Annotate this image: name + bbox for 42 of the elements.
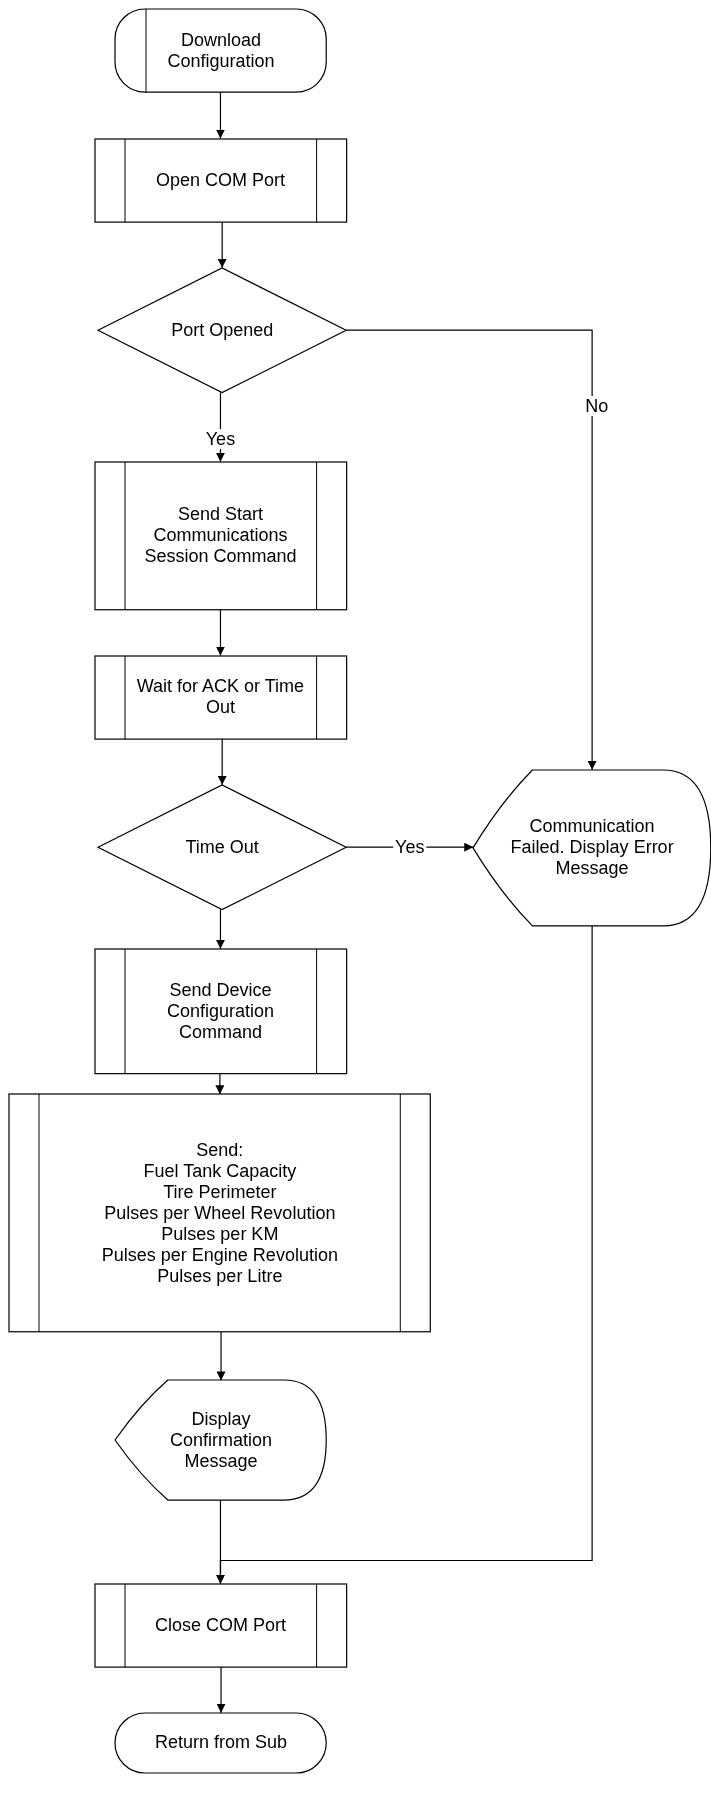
decision-diamond xyxy=(98,784,347,910)
edge-label: No xyxy=(583,396,611,417)
predefined-process-box xyxy=(94,948,347,1074)
predefined-process-box xyxy=(9,1094,431,1332)
predefined-process-box xyxy=(94,138,347,222)
display-shape xyxy=(115,1380,327,1501)
node-text: Fuel Tank Capacity xyxy=(143,1160,297,1182)
arrow xyxy=(215,1072,225,1095)
node-text: Send Start Communications Session Command xyxy=(143,504,298,568)
predefined-process-box xyxy=(94,461,347,610)
arrow xyxy=(215,608,225,657)
arrow xyxy=(216,1666,226,1714)
decision-diamond xyxy=(98,267,347,393)
node-text: Send: xyxy=(196,1139,244,1161)
node-text: Download Configuration xyxy=(166,29,276,72)
node-text: Wait for ACK or Time Out xyxy=(135,676,306,719)
arrow xyxy=(216,1331,226,1382)
node-text: Port Opened xyxy=(171,319,274,341)
node-text: Pulses per Litre xyxy=(157,1265,283,1287)
display-shape xyxy=(473,769,711,926)
node-text: Pulses per Wheel Revolution xyxy=(104,1202,336,1224)
predefined-process-box xyxy=(94,655,347,739)
arrow xyxy=(217,221,227,269)
arrow xyxy=(215,91,225,140)
arrow xyxy=(215,925,593,1585)
arrow xyxy=(345,329,597,771)
arrow xyxy=(215,908,225,950)
edge-label: Yes xyxy=(203,428,238,449)
node-text: Close COM Port xyxy=(154,1614,286,1636)
node-text: Send Device Configuration Command xyxy=(165,979,275,1043)
node-text: Communication Failed. Display Error Message xyxy=(509,816,675,880)
node-text: Time Out xyxy=(185,836,259,858)
arrow xyxy=(217,738,227,786)
node-text: Pulses per KM xyxy=(161,1223,279,1245)
node-text: Display Confirmation Message xyxy=(169,1408,274,1472)
node-text: Tire Perimeter xyxy=(163,1181,277,1203)
node-text: Return from Sub xyxy=(155,1732,288,1754)
start-terminal xyxy=(115,9,327,93)
end-terminal xyxy=(115,1712,327,1773)
predefined-process-box xyxy=(94,1583,347,1667)
node-text: Open COM Port xyxy=(155,169,285,191)
node-text: Pulses per Engine Revolution xyxy=(101,1244,338,1266)
